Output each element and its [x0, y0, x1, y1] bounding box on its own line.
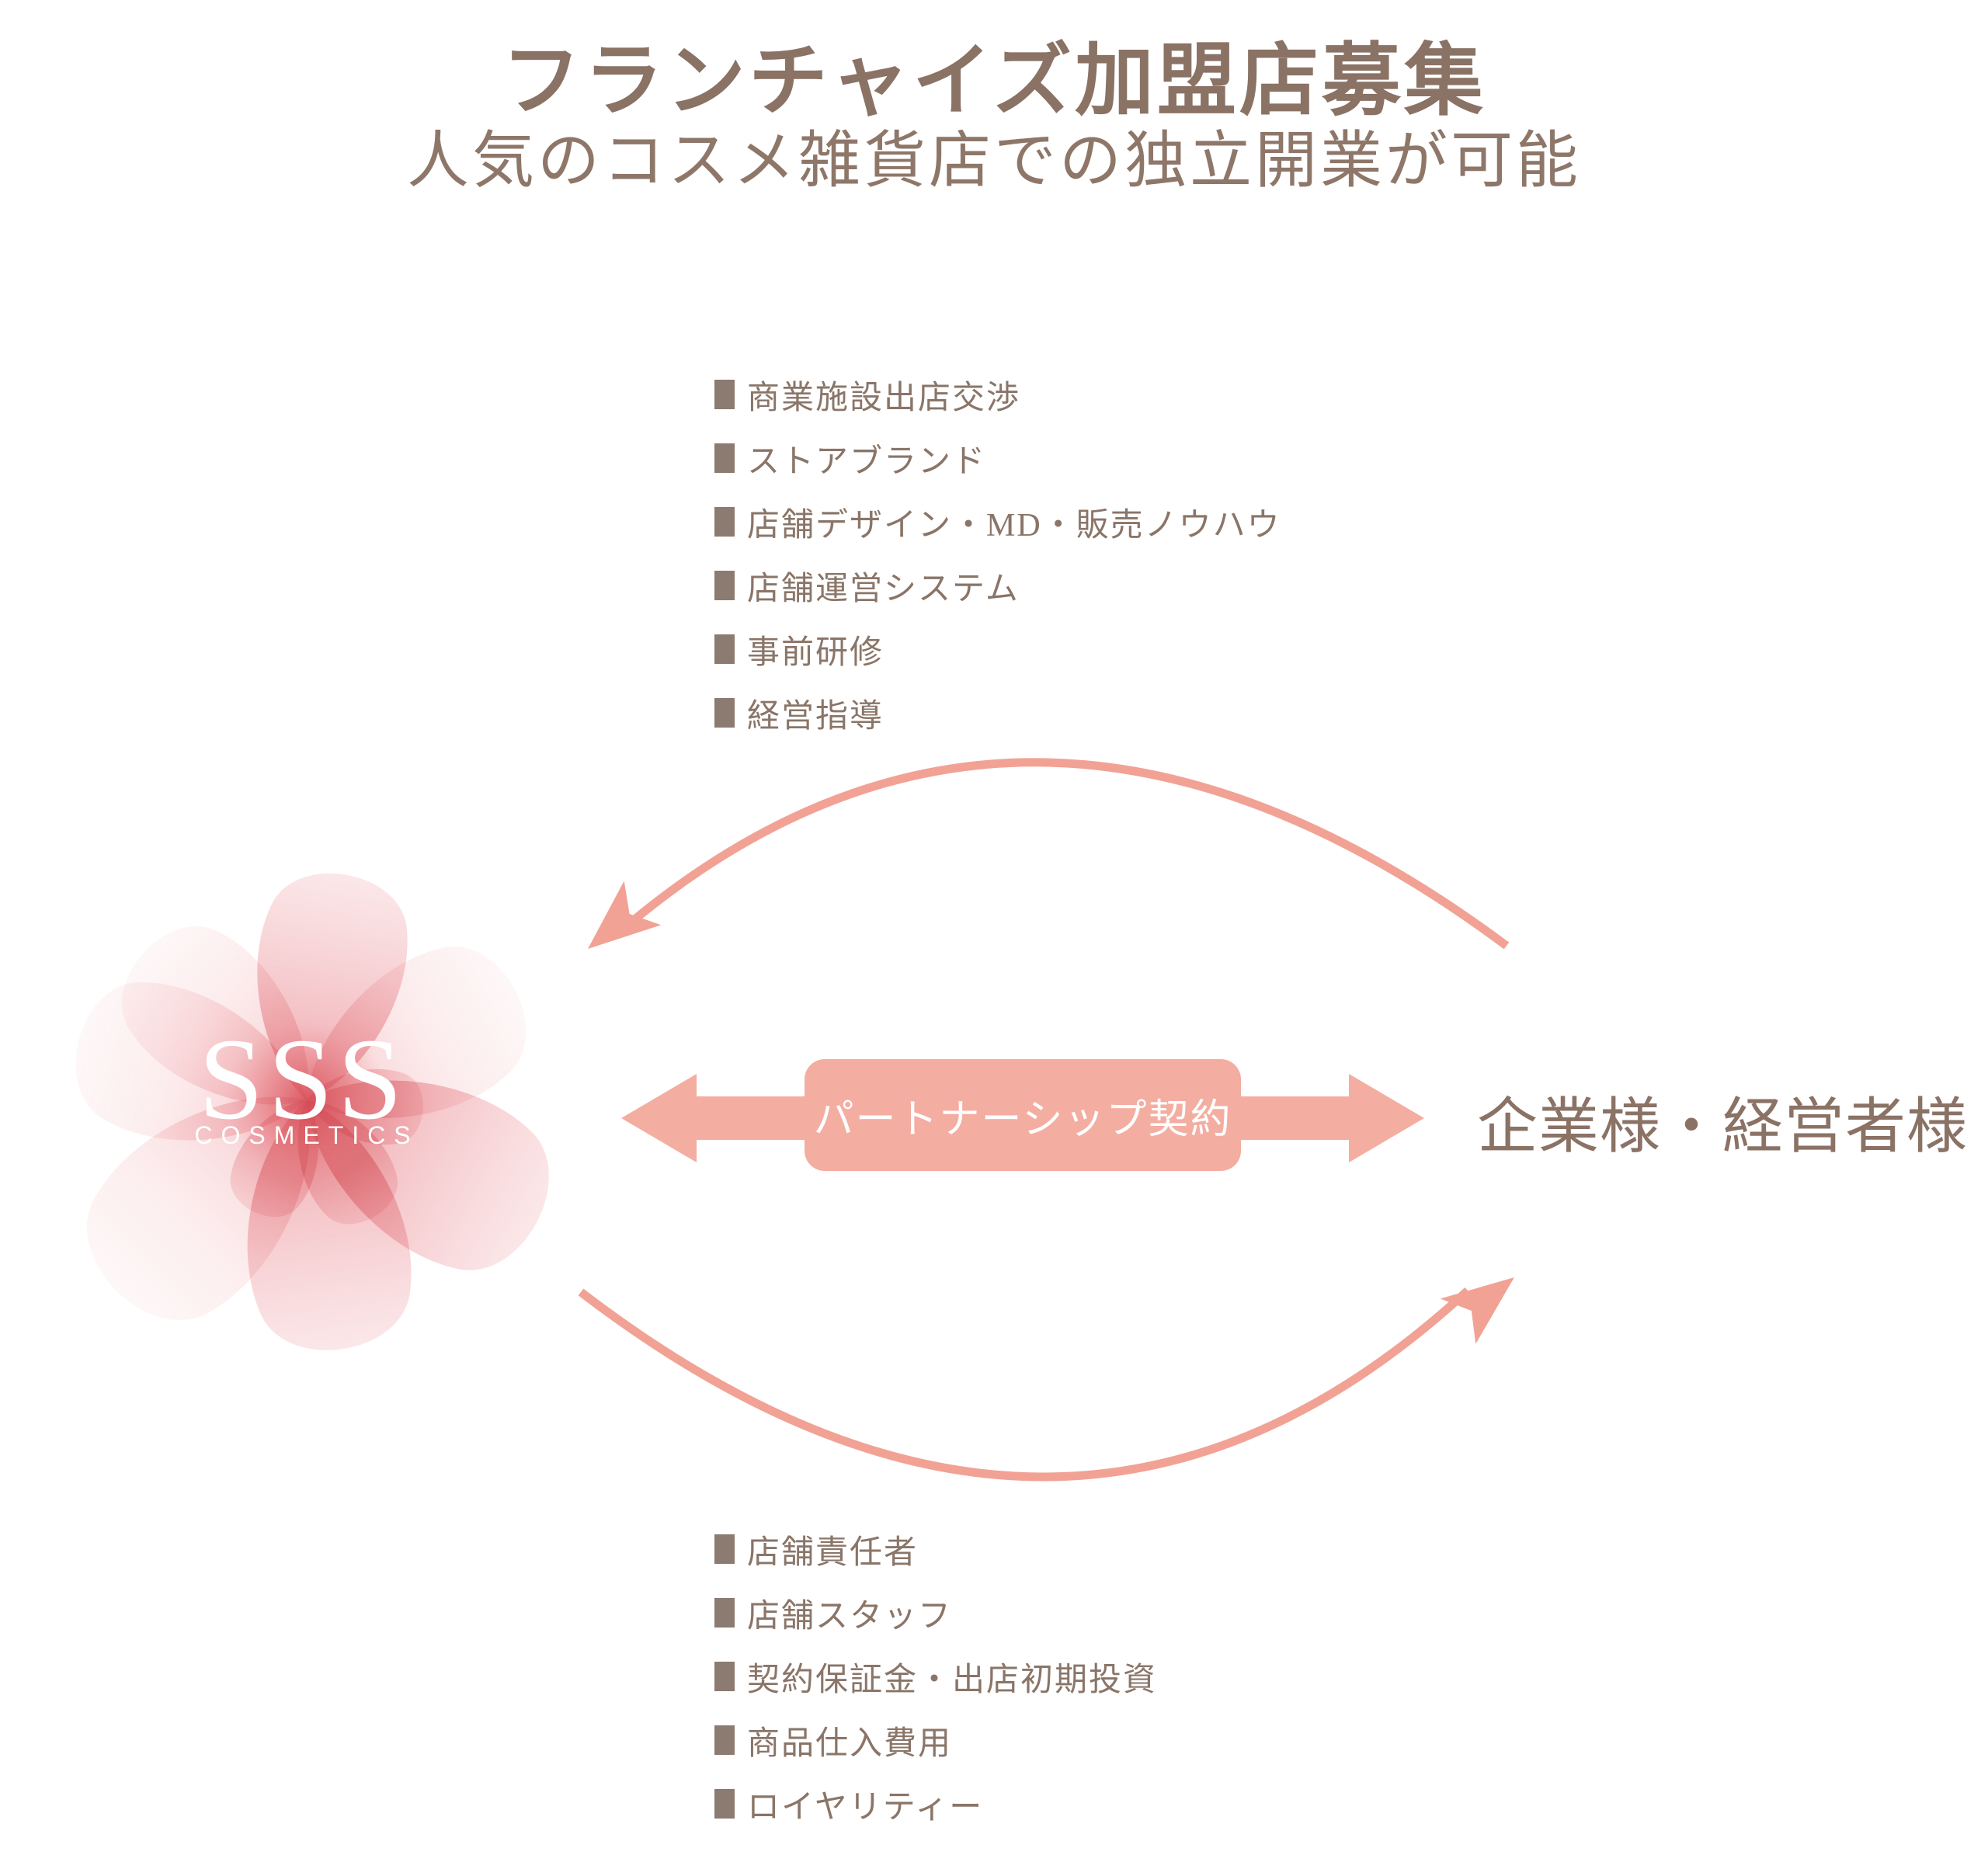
list-item-label: 商業施設出店交渉 — [747, 380, 1021, 416]
page-title: フランチャイズ加盟店募集 — [502, 38, 1486, 126]
logo-sss-text: SSS — [199, 1015, 407, 1144]
list-item-label: 経営指導 — [747, 698, 885, 735]
list-item-label: 店舗デザイン・MD・販売ノウハウ — [747, 507, 1281, 544]
bullet-square-icon — [714, 634, 735, 664]
bullet-square-icon — [714, 1789, 735, 1819]
page-subtitle: 人気のコスメ雑貨店での独立開業が可能 — [407, 127, 1581, 196]
bullet-square-icon — [714, 1725, 735, 1755]
list-item: 店舗責任者 — [714, 1517, 1157, 1581]
bullet-square-icon — [714, 380, 735, 409]
logo-cosmetics-text: COSMETICS — [194, 1121, 419, 1149]
list-item-label: 契約保証金・出店初期投資 — [747, 1662, 1158, 1698]
list-item: 契約保証金・出店初期投資 — [714, 1645, 1157, 1708]
bullet-square-icon — [714, 1598, 735, 1628]
partner-label: 企業様・経営者様 — [1477, 1093, 1969, 1160]
list-item-label: 店舗責任者 — [747, 1534, 919, 1571]
list-item-label: 事前研修 — [747, 634, 885, 671]
list-item: 商業施設出店交渉 — [714, 363, 1281, 426]
partnership-contract-label: パートナーシップ契約 — [813, 1097, 1232, 1142]
arc-arrow-to-logo — [626, 758, 1510, 950]
flower-center — [225, 1019, 388, 1182]
list-item-label: ロイヤリティー — [747, 1789, 984, 1826]
list-item-label: 商品仕入費用 — [747, 1725, 953, 1762]
list-item: 事前研修 — [714, 617, 1281, 681]
partnership-contract-badge: パートナーシップ契約 — [805, 1059, 1241, 1171]
bullet-square-icon — [714, 1662, 735, 1691]
list-item: 店舗スタッフ — [714, 1581, 1157, 1645]
list-item-label: 店舗スタッフ — [747, 1598, 953, 1635]
flower-logo: SSS COSMETICS — [54, 874, 555, 1361]
list-item: 経営指導 — [714, 681, 1281, 745]
list-item: 店舗運営システム — [714, 554, 1281, 617]
bullet-square-icon — [714, 698, 735, 728]
list-item-label: ストアブランド — [747, 443, 987, 480]
bullet-square-icon — [714, 1534, 735, 1564]
partner-provides-list: 店舗責任者 店舗スタッフ 契約保証金・出店初期投資 商品仕入費用 ロイヤリティー — [714, 1517, 1157, 1836]
arc-arrow-to-partner — [578, 1287, 1471, 1482]
list-item: 店舗デザイン・MD・販売ノウハウ — [714, 490, 1281, 554]
bullet-square-icon — [714, 443, 735, 473]
list-item: ストアブランド — [714, 426, 1281, 490]
bullet-square-icon — [714, 507, 735, 537]
list-item: ロイヤリティー — [714, 1772, 1157, 1836]
arrowhead-right-icon — [1440, 1277, 1514, 1344]
arrowhead-left-icon — [588, 881, 662, 949]
list-item-label: 店舗運営システム — [747, 571, 1020, 607]
bullet-square-icon — [714, 571, 735, 600]
hq-provides-list: 商業施設出店交渉 ストアブランド 店舗デザイン・MD・販売ノウハウ 店舗運営シス… — [714, 363, 1281, 745]
list-item: 商品仕入費用 — [714, 1708, 1157, 1772]
flower-petals — [54, 874, 555, 1361]
